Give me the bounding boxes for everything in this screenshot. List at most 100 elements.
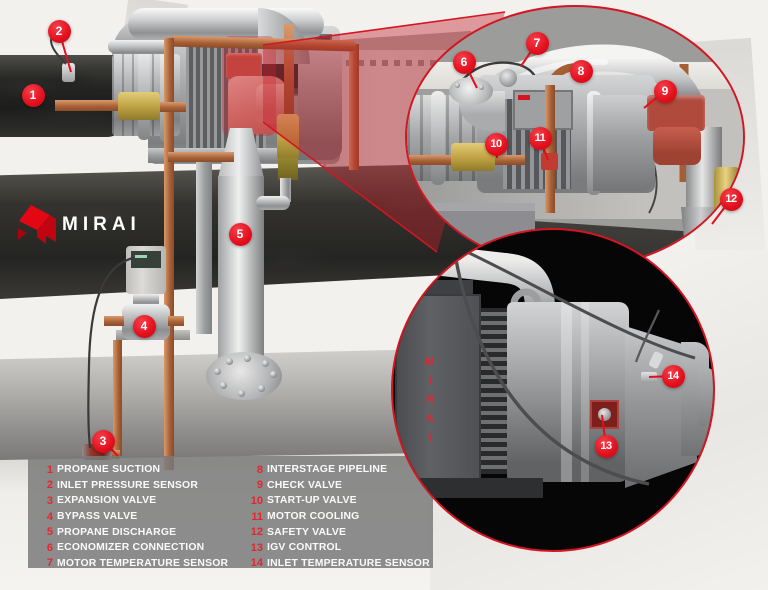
legend-number: 8 [256,463,263,476]
callout-badge-11: 11 [528,126,552,150]
legend-label: MOTOR COOLING [267,511,360,523]
safety-valve-pipe [721,239,730,265]
flange-bolt [226,358,233,365]
base-plate [393,478,543,498]
legend-label: INLET PRESSURE SENSOR [57,479,199,491]
mirai-logo-icon [18,205,56,244]
mirai-vertical-letter: I [428,375,432,387]
circle-bottom-cables [453,248,696,486]
flange-bolt [220,382,227,389]
eco-bolt [455,83,460,88]
bypass-stub-right [168,316,184,326]
copper-riser-bypass [113,340,122,456]
legend-label: ECONOMIZER CONNECTION [57,542,205,554]
inlet-temp-sensor [641,372,657,383]
cooling-fins [481,308,509,474]
inverter-box [395,294,481,490]
legend-number: 9 [256,479,263,492]
legend-label: PROPANE SUCTION [57,464,161,476]
flange-bolt [258,385,265,392]
top-port [499,69,517,87]
legend-row-4: 4 BYPASS VALVE [36,509,248,525]
flange-bolt [244,355,251,362]
sight-u-bend [256,196,290,210]
flange-bolt [262,360,269,367]
cabinet-vents [334,60,454,66]
legend-row-9: 9 CHECK VALVE [246,478,428,494]
mirai-wordmark: MIRAI [62,214,141,235]
callout-badge-3: 3 [91,429,115,453]
sight-glass [277,114,299,160]
motor-cooling-port [541,153,558,170]
legend-label: INLET TEMPERATURE SENSOR [267,557,430,569]
callout-badge-12: 12 [719,187,743,211]
callout-badge-8: 8 [569,59,593,83]
check-valve-flange [226,53,262,79]
legend-label: BYPASS VALVE [57,511,138,523]
suction-copper-line [55,100,125,111]
bypass-stub-left [104,316,124,326]
callout-badge-4: 4 [132,314,156,338]
interstage-flange [108,40,172,53]
copper-riser-detail [545,85,555,213]
copper-line-sight [284,24,294,118]
callout-badge-9: 9 [653,79,677,103]
controller-cable [87,256,134,449]
callout-badge-2: 2 [47,19,71,43]
flange-bolt [270,371,277,378]
beam-edge-top [262,11,506,46]
callout-badge-13: 13 [594,434,618,458]
copper-riser-front [164,38,174,470]
controller-led [135,255,147,258]
legend-label: CHECK VALVE [267,479,343,491]
legend-number: 7 [46,557,53,570]
flange-bolt [214,368,221,375]
legend-row-14: 14 INLET TEMPERATURE SENSOR [246,556,430,572]
legend-number: 11 [251,510,263,523]
motor-detail [593,95,655,191]
cable-long [462,248,696,360]
cylinder-ring [561,302,572,482]
legend-label: MOTOR TEMPERATURE SENSOR [57,557,229,569]
mirai-logo: MIRAI [14,204,174,248]
legend-row-6: 6 ECONOMIZER CONNECTION [36,540,248,556]
cylinder-ring [581,302,589,482]
safety-valve-body [710,213,741,241]
sight-glass-base [278,158,298,180]
legend-number: 14 [250,557,263,570]
legend-label: IGV CONTROL [267,542,342,554]
legend-number: 10 [250,494,263,507]
callout-badge-5: 5 [228,222,252,246]
callout-badge-1: 1 [21,83,45,107]
mirai-vertical-letter: R [426,394,434,406]
magnifier-highlight [222,36,276,136]
check-valve-body-detail [653,127,701,165]
legend-row-11: 11 MOTOR COOLING [246,509,428,525]
legend-number: 6 [46,541,53,554]
suction-brass-valve [118,92,160,120]
inverter-connectors [401,280,473,296]
economizer-connection [449,77,493,105]
legend-number: 13 [250,541,263,554]
legend-row-13: 13 IGV CONTROL [246,540,428,556]
igv-connector [598,408,611,421]
flange-bolt [238,390,245,397]
inlet-flange-detail [431,91,445,185]
legend-number: 4 [46,510,53,523]
check-valve-flange-detail [647,95,705,131]
mirai-vertical-letter: A [426,413,434,425]
copper-riser-right [349,44,359,170]
legend-number: 3 [46,494,53,507]
mirai-nameplate [518,95,530,100]
support-leg [196,158,212,334]
callout-badge-6: 6 [452,50,476,74]
